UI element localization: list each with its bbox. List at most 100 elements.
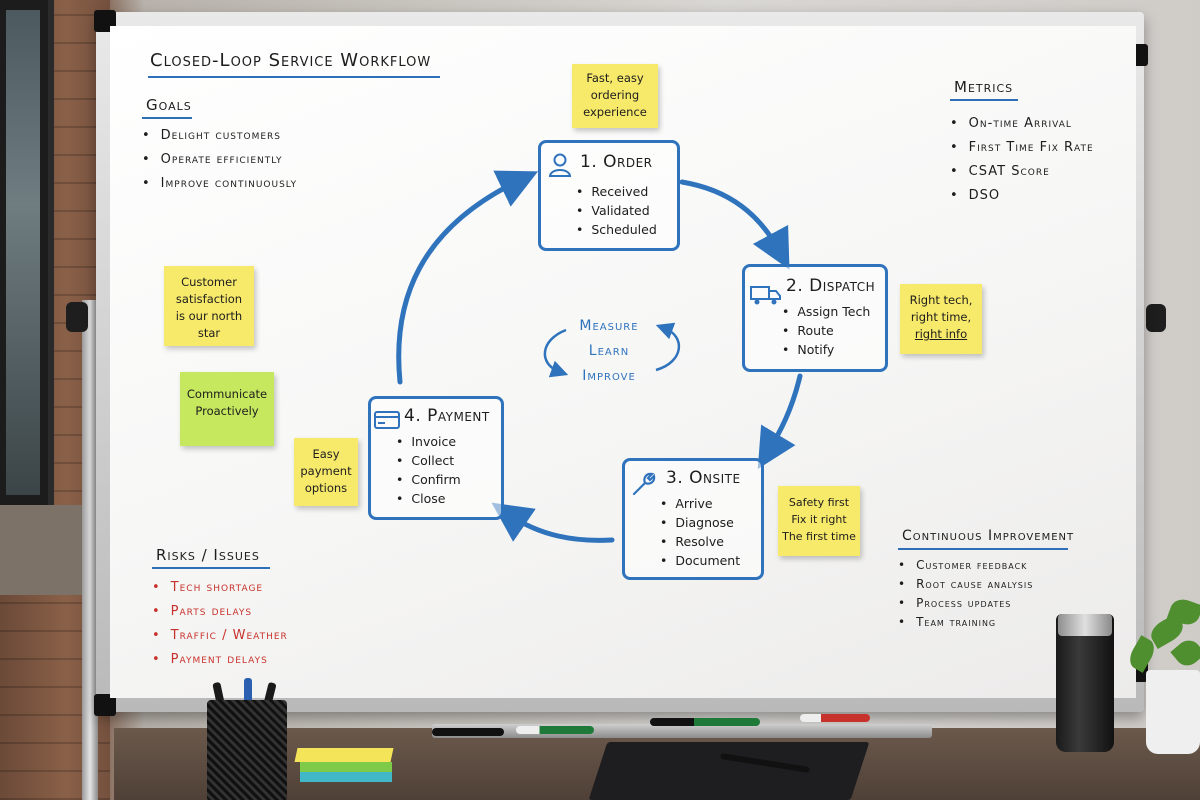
risk-item: Traffic / Weather xyxy=(152,624,288,648)
step-payment-title: 4. Payment xyxy=(404,406,490,426)
goals-underline xyxy=(142,117,192,119)
sticky-note-order: Fast, easy ordering experience xyxy=(572,64,658,128)
metric-item: On-time Arrival xyxy=(950,112,1094,136)
improvement-heading: Continuous Improvement xyxy=(902,528,1075,544)
pad-blue xyxy=(300,772,392,782)
sticky-note-pads[interactable] xyxy=(294,748,394,784)
center-arrow-right xyxy=(655,322,681,372)
sticky-line: Easy xyxy=(312,447,340,461)
marker-tray xyxy=(432,724,932,738)
pen-cup xyxy=(207,700,287,800)
step-item: Close xyxy=(396,489,461,508)
center-learn: Learn xyxy=(588,343,630,359)
step-item: Document xyxy=(660,551,740,570)
plant-pot xyxy=(1146,670,1200,754)
green-marker[interactable] xyxy=(516,726,594,734)
risk-item: Parts delays xyxy=(152,600,288,624)
sticky-line: right info xyxy=(914,327,968,341)
stand-knob-right xyxy=(1146,304,1166,332)
credit-card-icon xyxy=(374,410,400,434)
wrench-icon xyxy=(630,470,658,502)
black-marker[interactable] xyxy=(432,728,504,736)
step-item: Received xyxy=(576,182,657,201)
step-item: Scheduled xyxy=(576,220,656,239)
step-item: Confirm xyxy=(396,470,460,489)
sticky-note-onsite: Safety first Fix it right The first time xyxy=(778,486,860,556)
sticky-line: ordering xyxy=(590,88,640,102)
metric-item: CSAT Score xyxy=(950,160,1094,184)
arrow-order-to-dispatch xyxy=(679,179,790,270)
step-payment-items: Invoice Collect Confirm Close xyxy=(396,432,461,508)
stand-knob-left xyxy=(66,302,88,332)
step-item: Notify xyxy=(782,340,870,359)
green-marker-2[interactable] xyxy=(650,718,760,726)
sticky-line: right time, xyxy=(910,310,972,324)
risk-item: Payment delays xyxy=(152,648,288,672)
window-glass xyxy=(6,10,40,495)
sticky-line: is our north xyxy=(175,309,243,323)
improvement-item: Customer feedback xyxy=(898,556,1033,575)
step-onsite-items: Arrive Diagnose Resolve Document xyxy=(660,494,740,570)
truck-icon xyxy=(750,284,782,310)
center-measure: Measure xyxy=(579,318,639,334)
center-improve: Improve xyxy=(582,368,636,384)
notebook[interactable] xyxy=(588,742,870,800)
tumbler xyxy=(1056,614,1114,752)
risks-heading: Risks / Issues xyxy=(156,546,260,564)
sticky-line: experience xyxy=(583,105,647,119)
sticky-line: options xyxy=(304,481,348,495)
sticky-line: Fast, easy xyxy=(586,71,644,85)
risks-underline xyxy=(152,567,270,569)
step-order-items: Received Validated Scheduled xyxy=(576,182,657,239)
step-item: Validated xyxy=(576,201,657,220)
step-item: Arrive xyxy=(660,494,740,513)
step-dispatch-title: 2. Dispatch xyxy=(786,276,876,296)
goal-item: Improve continuously xyxy=(142,172,297,196)
sticky-line: star xyxy=(197,326,221,340)
title-underline xyxy=(148,76,440,78)
step-item: Route xyxy=(782,321,870,340)
sticky-line: Proactively xyxy=(195,404,259,418)
step-item: Collect xyxy=(396,451,461,470)
metric-item: DSO xyxy=(950,184,1094,208)
sticky-note-north-star: Customer satisfaction is our north star xyxy=(164,266,254,346)
sticky-line: satisfaction xyxy=(175,292,243,306)
center-arrow-left xyxy=(543,328,569,378)
goals-heading: Goals xyxy=(146,96,192,114)
sticky-line: payment xyxy=(300,464,352,478)
improvement-item: Root cause analysis xyxy=(898,575,1033,594)
goal-item: Delight customers xyxy=(142,124,297,148)
sticky-line: Communicate xyxy=(186,387,268,401)
frame-corner xyxy=(94,694,116,716)
step-item: Assign Tech xyxy=(782,302,870,321)
red-marker[interactable] xyxy=(800,714,870,722)
board-title: Closed-Loop Service Workflow xyxy=(150,50,432,71)
sticky-note-dispatch: Right tech, right time, right info xyxy=(900,284,982,354)
sticky-line: Customer xyxy=(181,275,237,289)
step-item: Resolve xyxy=(660,532,740,551)
pad-yellow xyxy=(294,748,394,762)
step-item: Invoice xyxy=(396,432,461,451)
improvement-list: Customer feedback Root cause analysis Pr… xyxy=(898,556,1033,632)
sticky-line: Safety first xyxy=(788,496,850,509)
whiteboard-stand-pole xyxy=(82,300,98,800)
step-order-title: 1. Order xyxy=(580,152,653,172)
step-dispatch-items: Assign Tech Route Notify xyxy=(782,302,870,359)
window xyxy=(0,0,54,505)
step-item: Diagnose xyxy=(660,513,740,532)
arrow-onsite-to-payment xyxy=(491,502,615,543)
metrics-heading: Metrics xyxy=(954,78,1014,96)
improvement-item: Team training xyxy=(898,613,1033,632)
step-onsite-title: 3. Onsite xyxy=(666,468,741,488)
arrow-payment-to-order xyxy=(396,170,539,385)
risks-list: Tech shortage Parts delays Traffic / Wea… xyxy=(152,576,288,672)
improvement-underline xyxy=(898,548,1068,550)
tumbler-lid xyxy=(1058,614,1112,636)
risk-item: Tech shortage xyxy=(152,576,288,600)
sticky-line: The first time xyxy=(782,530,856,543)
sticky-line: Fix it right xyxy=(791,513,847,526)
metrics-list: On-time Arrival First Time Fix Rate CSAT… xyxy=(950,112,1094,208)
pad-green xyxy=(300,762,392,772)
sticky-note-communicate: Communicate Proactively xyxy=(180,372,274,446)
